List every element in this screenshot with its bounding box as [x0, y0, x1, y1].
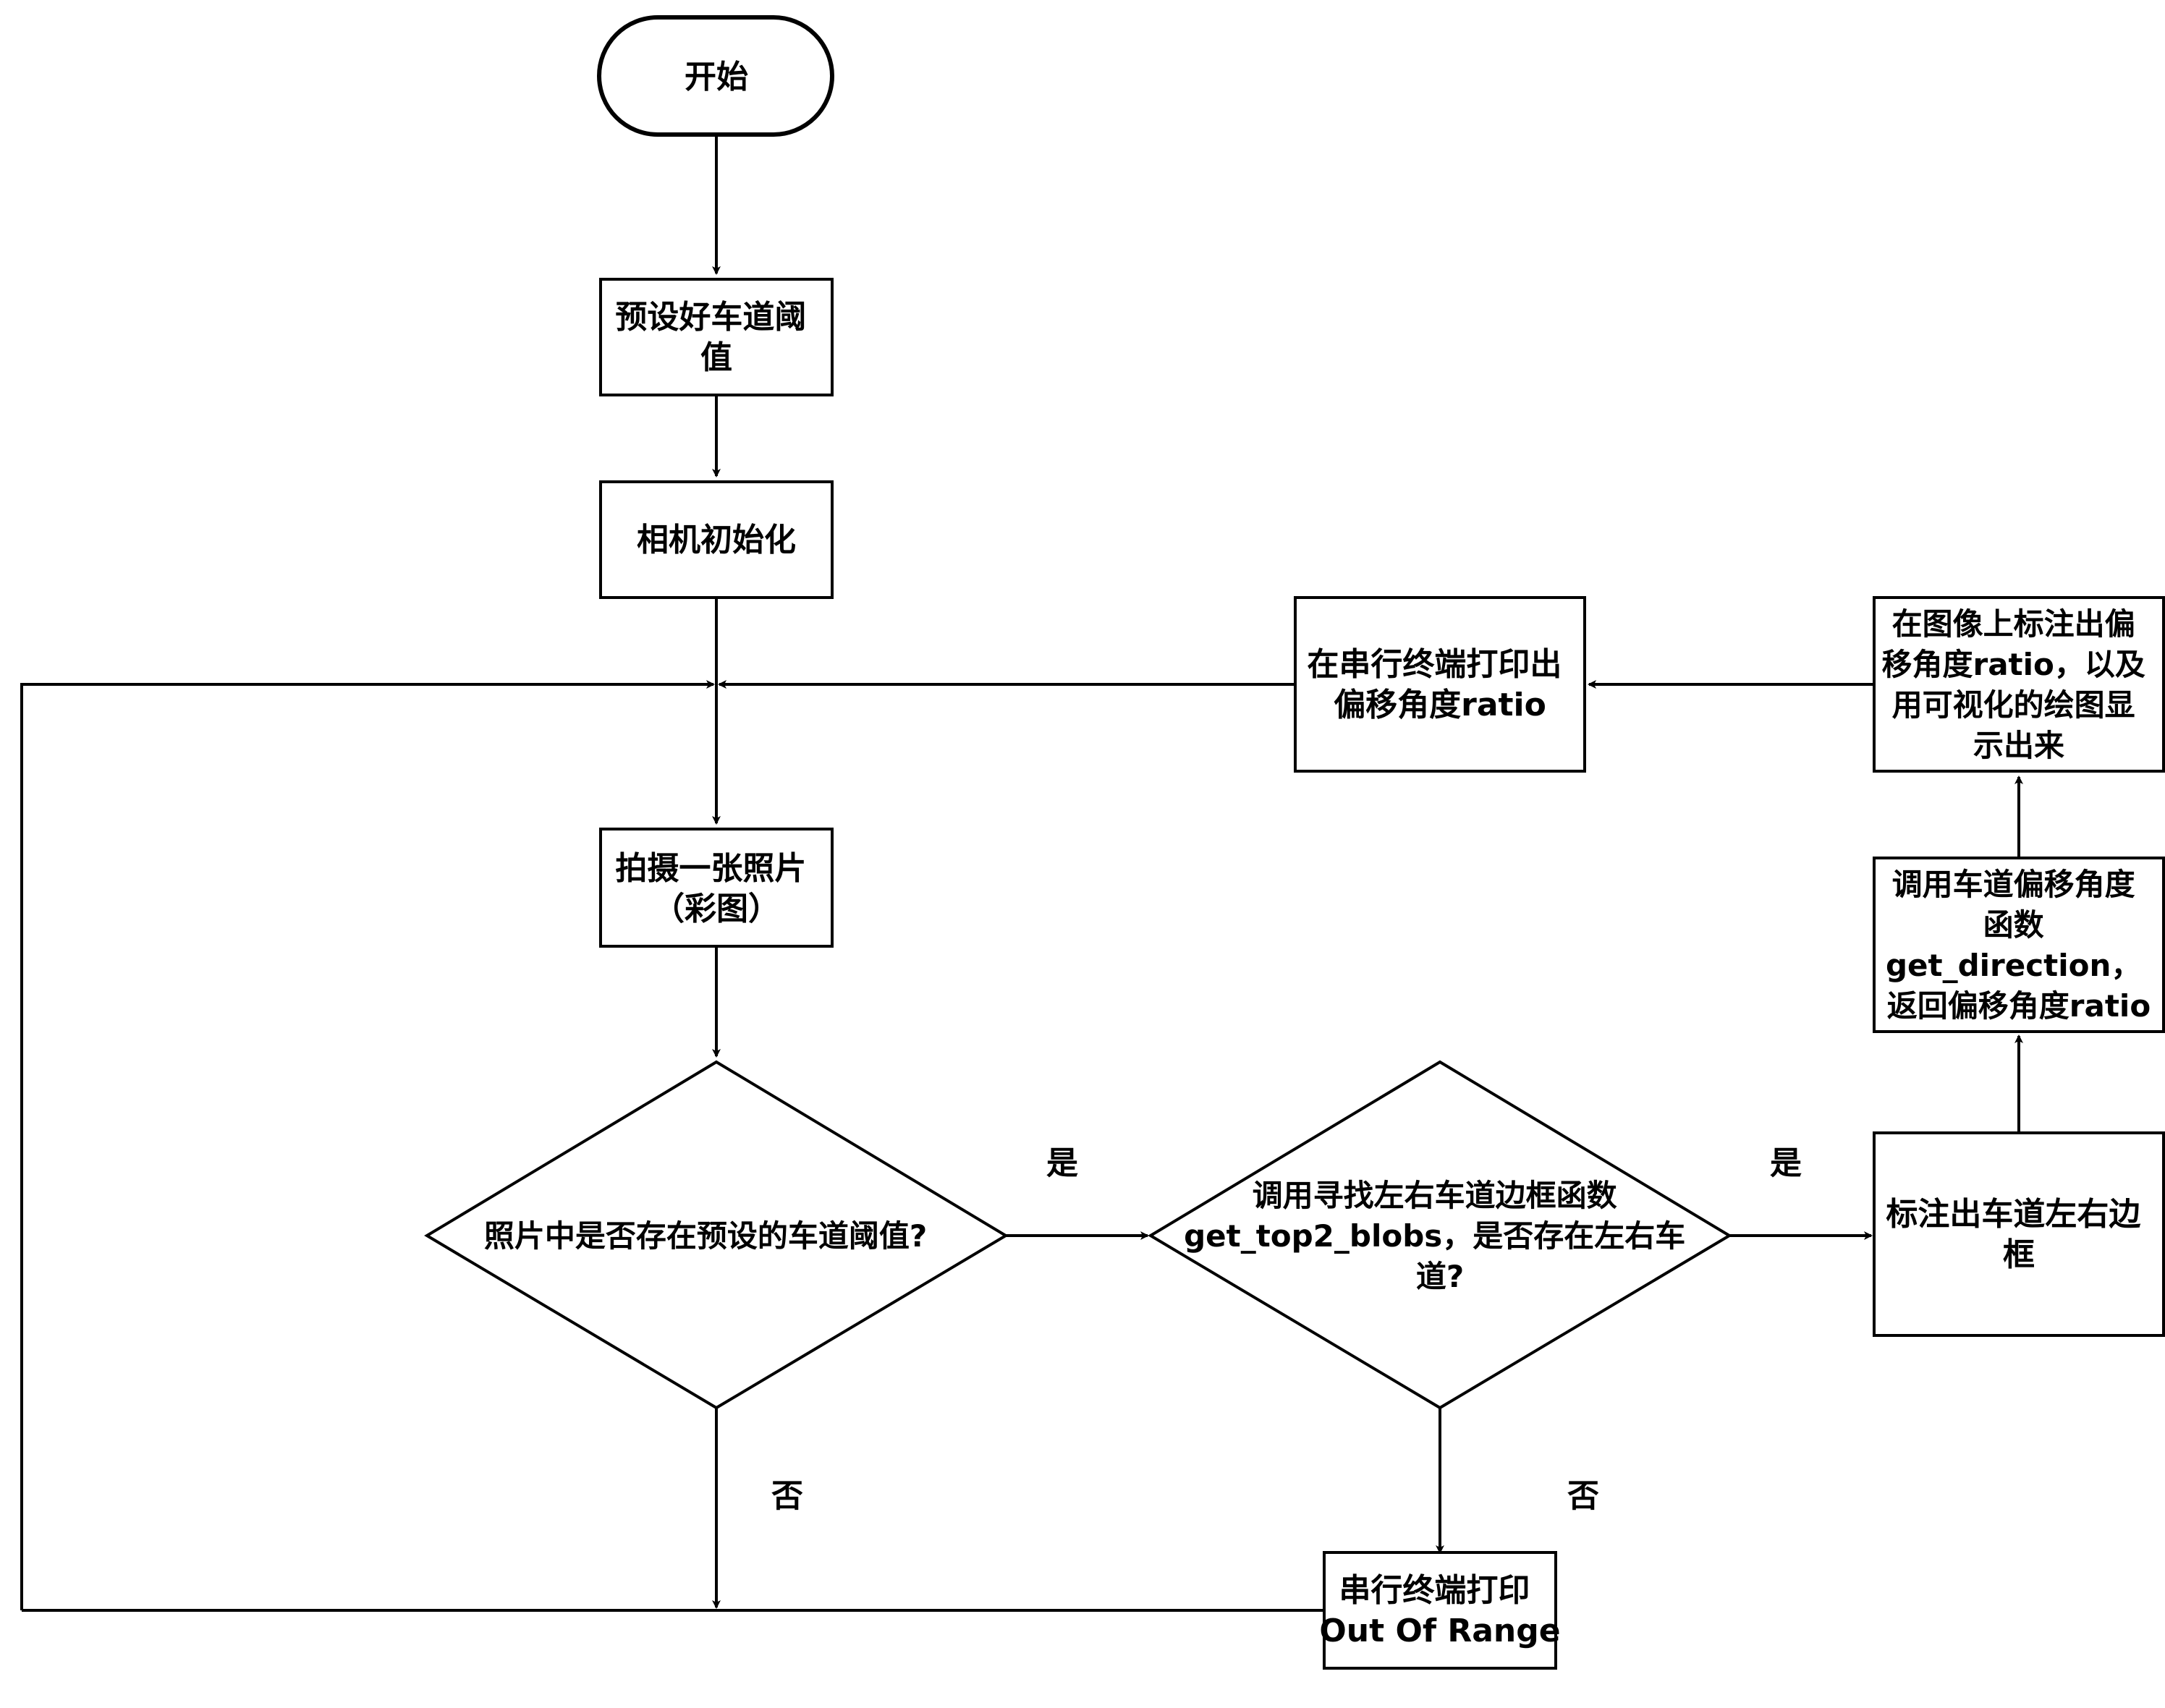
- node-check1-shape: [424, 1060, 1009, 1410]
- node-getdir-text: 调用车道偏移角度 函数 get_direction， 返回偏移角度ratio: [1886, 867, 2152, 1024]
- node-mark-text: 标注出车道左右边 框: [1886, 1196, 2151, 1273]
- node-photo-shape: [599, 828, 834, 948]
- node-oor-text: 串行终端打印 Out Of Range: [1319, 1572, 1560, 1649]
- node-mark-shape: [1873, 1131, 2165, 1337]
- node-photo-text: 拍摄一张照片 （彩图）: [615, 850, 817, 927]
- edge-label-yes-2: 是: [1770, 1145, 1802, 1182]
- edge-label-no-1: 否: [771, 1478, 803, 1515]
- node-camera-text: 相机初始化: [637, 522, 796, 558]
- node-getdir-shape: [1873, 857, 2165, 1033]
- node-annot-shape: [1873, 596, 2165, 773]
- node-annot-text: 在图像上标注出偏 移角度ratio，以及 用可视化的绘图显 示出来: [1881, 606, 2156, 763]
- edge-label-no-2: 否: [1567, 1478, 1599, 1515]
- node-check2-shape: [1148, 1060, 1732, 1410]
- edge-label-yes-1: 是: [1046, 1145, 1078, 1182]
- edge-loop-back: [20, 680, 715, 1610]
- node-start-shape: [597, 15, 834, 137]
- node-print-text: 在串行终端打印出 偏移角度ratio: [1307, 646, 1572, 723]
- node-check2-text: 调用寻找左右车道边框函数 get_top2_blobs，是否存在左右车 道?: [1184, 1178, 1696, 1294]
- node-check1-text: 照片中是否存在预设的车道阈值?: [484, 1218, 927, 1254]
- node-start-text: 开始: [685, 59, 748, 95]
- node-camera-shape: [599, 480, 834, 599]
- node-preset-shape: [599, 278, 834, 396]
- node-oor-shape: [1323, 1551, 1557, 1670]
- node-print-shape: [1294, 596, 1586, 773]
- node-preset-text: 预设好车道阈 值: [615, 299, 817, 376]
